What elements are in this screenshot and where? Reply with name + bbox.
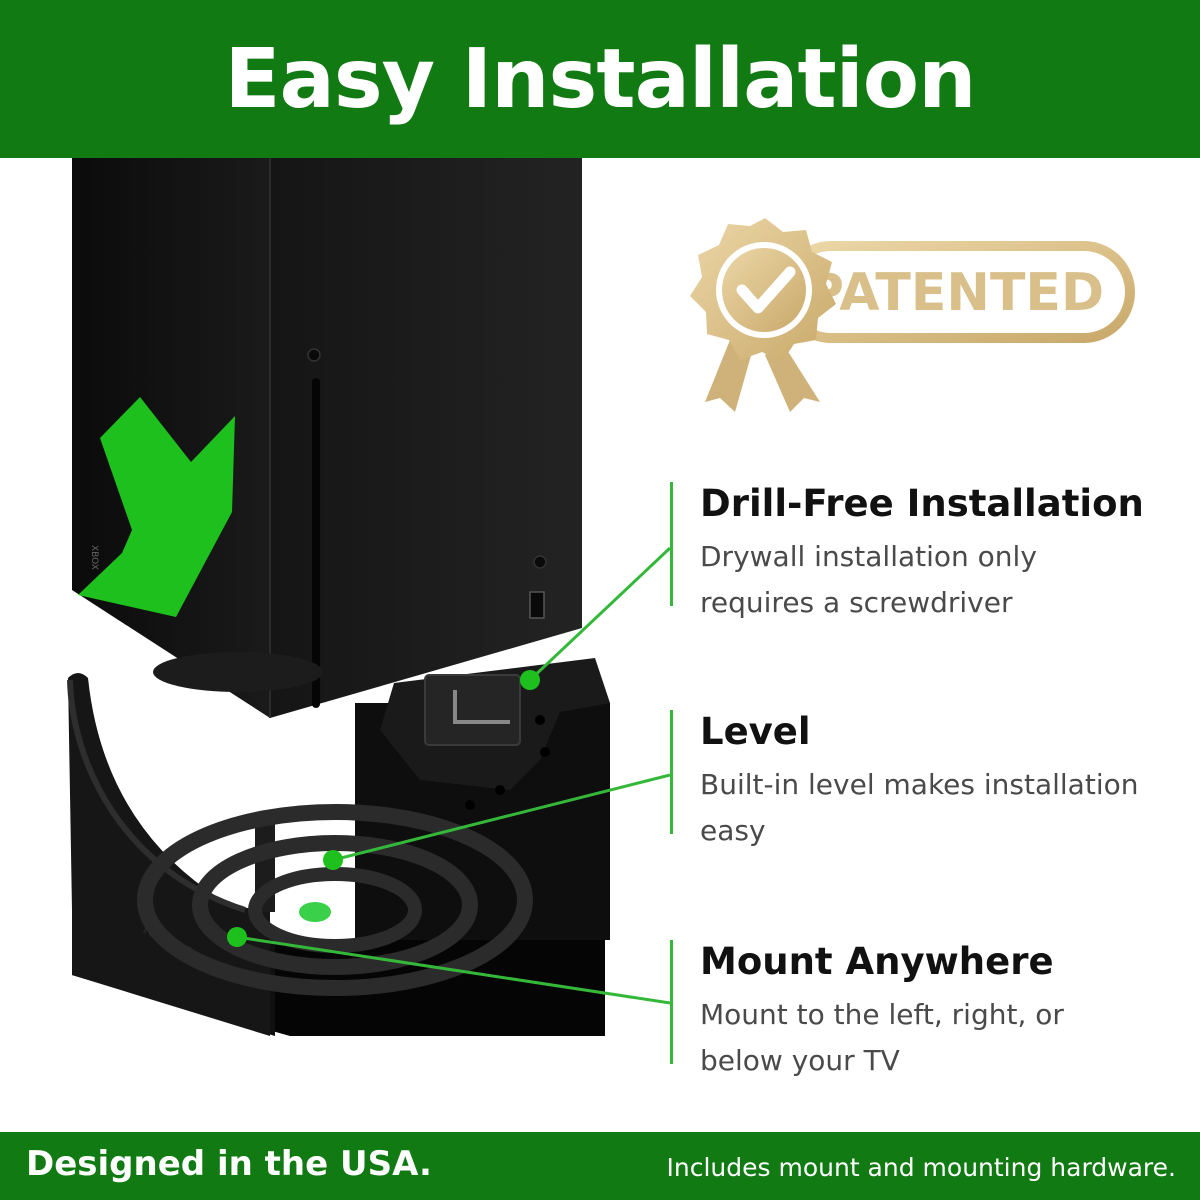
console-logo-text: XBOX <box>89 545 99 570</box>
page-title: Easy Installation <box>224 31 977 127</box>
header-banner: Easy Installation <box>0 0 1200 158</box>
feature-title: Drill-Free Installation <box>700 482 1144 525</box>
callout-dot-mount <box>227 927 247 947</box>
down-arrow-icon <box>78 397 235 617</box>
bubble-level-icon <box>299 902 331 922</box>
callout-lines <box>236 546 672 1005</box>
callout-dots <box>227 670 540 947</box>
feature-title: Level <box>700 710 811 753</box>
feature-description: Built-in level makes installation easy <box>700 768 1139 847</box>
feature-description: Drywall installation only requires a scr… <box>700 540 1037 619</box>
patented-label: PATENTED <box>806 263 1104 323</box>
footer-contents-text: Includes mount and mounting hardware. <box>666 1153 1177 1182</box>
feature-description: Mount to the left, right, or below your … <box>700 998 1064 1077</box>
checkmark-seal-icon <box>690 218 836 362</box>
callout-dot-level <box>323 850 343 870</box>
footer-banner: Designed in the USA. Includes mount and … <box>0 1132 1200 1200</box>
footer-origin-text: Designed in the USA. <box>26 1144 432 1184</box>
feature-accent-bar <box>670 482 673 606</box>
feature-accent-bar <box>670 710 673 834</box>
mount-illustration: Total Mount <box>67 658 610 1036</box>
feature-accent-bar <box>670 940 673 1064</box>
callout-dot-drill <box>520 670 540 690</box>
feature-title: Mount Anywhere <box>700 940 1054 983</box>
patented-badge: PATENTED <box>690 218 1135 412</box>
